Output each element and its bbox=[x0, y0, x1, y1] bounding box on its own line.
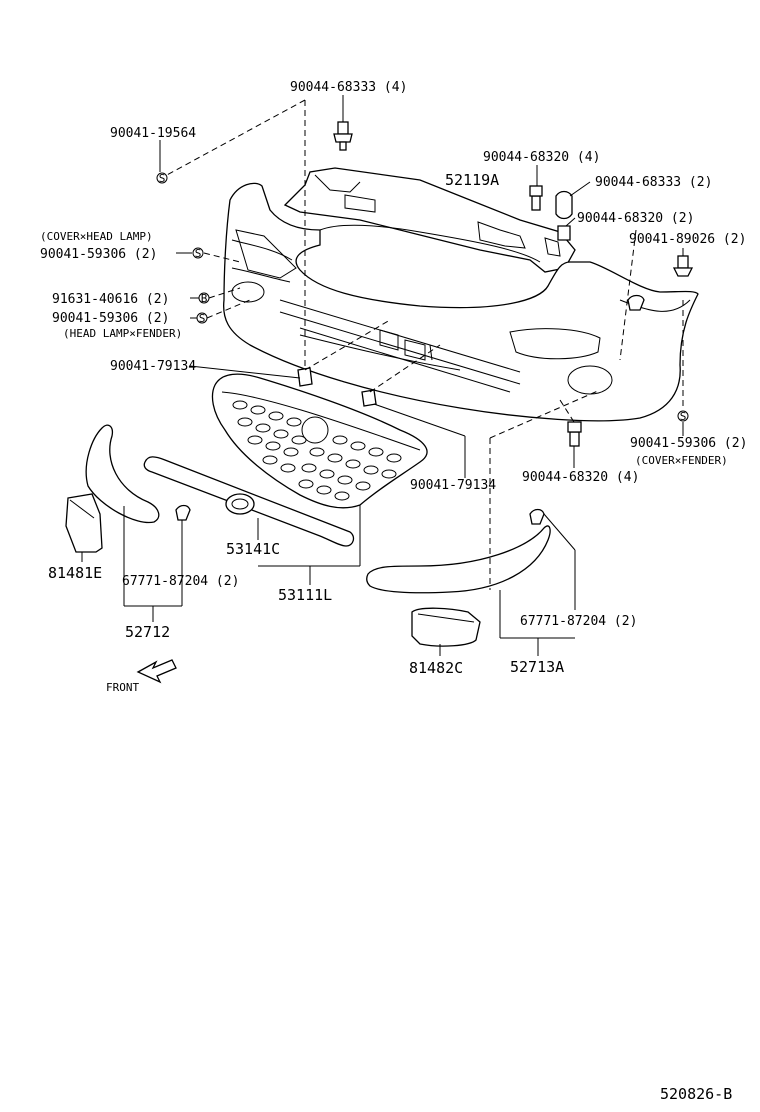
bolt-glyph: B bbox=[201, 292, 208, 305]
label-90044-68320-2: 90044-68320 (2) bbox=[577, 211, 694, 226]
screw-symbol-90041-19564: S bbox=[156, 172, 168, 185]
label-53141C: 53141C bbox=[226, 540, 280, 558]
label-cover-head-lamp: (COVER×HEAD LAMP) bbox=[40, 230, 153, 243]
clip-90044-68333-top bbox=[333, 121, 353, 151]
label-52119A: 52119A bbox=[445, 171, 499, 189]
label-67771-87204-2-left: 67771-87204 (2) bbox=[122, 574, 239, 589]
radiator-grille-53111L bbox=[211, 373, 428, 509]
label-head-lamp-fender: (HEAD LAMP×FENDER) bbox=[63, 327, 182, 340]
label-90044-68333-4: 90044-68333 (4) bbox=[290, 80, 407, 95]
part-labels: 90044-68333 (4) 90041-19564 90044-68320 … bbox=[40, 80, 747, 1103]
front-direction-arrow bbox=[136, 659, 177, 684]
diagram-code: 520826-B bbox=[660, 1085, 732, 1103]
right-lamp-cover-81482C bbox=[411, 607, 481, 647]
right-bumper-molding-52713A bbox=[366, 525, 551, 594]
clip-67771-87204-left bbox=[175, 504, 191, 521]
clip-90044-68320-top bbox=[529, 185, 543, 211]
clip-90044-68320-bottom bbox=[567, 421, 582, 447]
label-90044-68320-4-top: 90044-68320 (4) bbox=[483, 150, 600, 165]
label-81482C: 81482C bbox=[409, 659, 463, 677]
label-90041-19564: 90041-19564 bbox=[110, 126, 196, 141]
grille-mesh bbox=[232, 400, 402, 501]
label-91631-40616-2: 91631-40616 (2) bbox=[52, 292, 169, 307]
clip-90041-89026 bbox=[672, 255, 694, 277]
bumper-retainer-52119A bbox=[283, 167, 576, 273]
label-90041-89026-2: 90041-89026 (2) bbox=[629, 232, 746, 247]
clip-90044-68320-right bbox=[627, 294, 645, 311]
screw-symbol-cover-fender: S bbox=[677, 410, 689, 423]
label-90041-79134-right: 90041-79134 bbox=[410, 478, 496, 493]
bolt-symbol-91631: B bbox=[198, 292, 210, 305]
label-90044-68333-2: 90044-68333 (2) bbox=[595, 175, 712, 190]
clip-90044-68333-right bbox=[555, 190, 573, 220]
screw-glyph: S bbox=[195, 247, 202, 260]
label-67771-87204-2-right: 67771-87204 (2) bbox=[520, 614, 637, 629]
grille-molding-53141C bbox=[143, 456, 355, 547]
clip-90044-68320-mid bbox=[557, 225, 571, 241]
label-90041-59306-2-left2: 90041-59306 (2) bbox=[52, 311, 169, 326]
label-cover-fender: (COVER×FENDER) bbox=[635, 454, 728, 467]
leader-lines bbox=[81, 95, 684, 656]
label-52712: 52712 bbox=[125, 623, 170, 641]
screw-glyph: S bbox=[680, 410, 687, 423]
left-lamp-cover-81481E bbox=[65, 493, 103, 553]
label-90041-59306-2-right: 90041-59306 (2) bbox=[630, 436, 747, 451]
label-90041-59306-2-left: 90041-59306 (2) bbox=[40, 247, 157, 262]
screw-symbol-cover-head-lamp: S bbox=[192, 247, 204, 260]
nut-90041-79134-left bbox=[297, 367, 313, 387]
label-53111L: 53111L bbox=[278, 586, 332, 604]
label-90044-68320-4-bottom: 90044-68320 (4) bbox=[522, 470, 639, 485]
screw-glyph: S bbox=[199, 312, 206, 325]
nut-90041-79134-right bbox=[361, 389, 377, 407]
label-81481E: 81481E bbox=[48, 564, 102, 582]
left-bumper-molding-52712 bbox=[85, 424, 160, 524]
label-90041-79134-left: 90041-79134 bbox=[110, 359, 196, 374]
screw-symbol-head-lamp-fender: S bbox=[196, 312, 208, 325]
clip-67771-87204-right bbox=[529, 508, 545, 525]
screw-glyph: S bbox=[159, 172, 166, 185]
label-52713A: 52713A bbox=[510, 658, 564, 676]
label-front: FRONT bbox=[106, 681, 139, 694]
